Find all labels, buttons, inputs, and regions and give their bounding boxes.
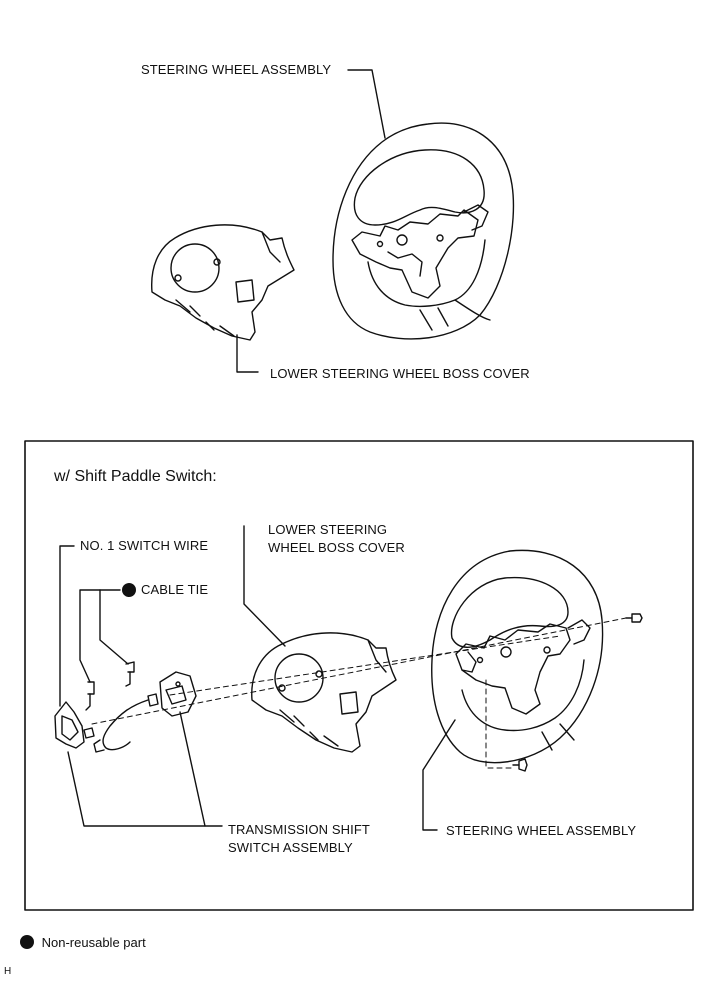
legend-label: Non-reusable part <box>41 935 146 950</box>
steering-wheel-panel <box>431 549 604 764</box>
label-shift-switch-1: TRANSMISSION SHIFT <box>228 822 370 837</box>
leader-panel-boss <box>243 525 286 647</box>
label-boss-cover-panel-1: LOWER STEERING <box>268 522 388 537</box>
steering-wheel-top <box>332 122 515 340</box>
leader-cable-tie-b <box>99 589 129 665</box>
shift-switch-left <box>54 701 95 749</box>
label-steering-wheel-panel: STEERING WHEEL ASSEMBLY <box>446 823 637 838</box>
leader-panel-wheel <box>422 719 456 831</box>
leader-switch-wire <box>59 545 75 707</box>
bolt-right <box>625 613 643 623</box>
legend: Non-reusable part <box>20 935 146 950</box>
label-boss-cover-panel-2: WHEEL BOSS COVER <box>268 540 405 555</box>
page-marker: H <box>4 966 12 977</box>
label-switch-wire: NO. 1 SWITCH WIRE <box>80 538 209 553</box>
alignment-lines <box>91 617 627 769</box>
boss-cover-panel <box>251 632 397 753</box>
panel-title: w/ Shift Paddle Switch: <box>54 468 217 485</box>
label-boss-cover-top: LOWER STEERING WHEEL BOSS COVER <box>270 366 530 381</box>
shift-switch-center <box>93 671 197 753</box>
label-steering-wheel-top: STEERING WHEEL ASSEMBLY <box>141 62 332 77</box>
wire-clips <box>85 661 135 711</box>
bolt-lower <box>512 758 528 772</box>
leader-top-boss <box>236 334 259 373</box>
non-reusable-dot <box>122 583 136 597</box>
legend-dot-icon <box>20 935 34 949</box>
leader-top-wheel <box>347 69 386 139</box>
label-shift-switch-2: SWITCH ASSEMBLY <box>228 840 353 855</box>
boss-cover-top <box>151 224 295 341</box>
label-cable-tie: CABLE TIE <box>141 582 209 597</box>
shift-paddle-panel <box>24 440 694 911</box>
leader-shift-center <box>179 711 206 827</box>
leader-shift-left <box>67 751 223 827</box>
